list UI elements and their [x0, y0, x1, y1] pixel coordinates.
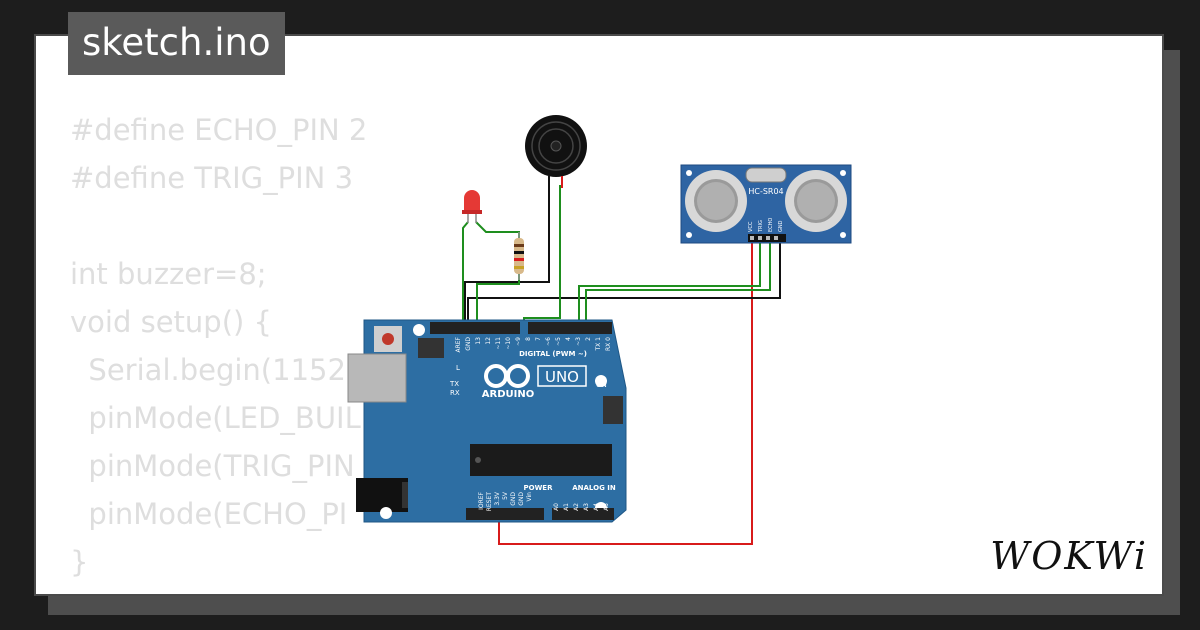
code-line: }	[70, 545, 89, 579]
board-pin-label: GND	[518, 492, 525, 506]
code-line: pinMode(LED_BUIL	[70, 401, 361, 435]
board-pin-label: 12	[485, 337, 492, 345]
buzzer[interactable]	[525, 115, 587, 188]
sensor-pin-echo: ECHO	[768, 218, 774, 232]
board-model-label: UNO	[545, 368, 579, 386]
wires	[462, 185, 781, 545]
wire-echo[interactable]	[585, 236, 771, 325]
board-pin-label: IOREF	[478, 491, 485, 509]
board-logo-text: ARDUINO	[482, 389, 534, 400]
board-pin-label: A1	[563, 503, 570, 511]
code-line: #define ECHO_PIN 2	[70, 113, 368, 147]
wire-buzzer-gnd[interactable]	[464, 185, 550, 325]
code-line: void setup() {	[70, 305, 272, 339]
code-line: pinMode(ECHO_PI	[70, 497, 348, 531]
code-preview: #define ECHO_PIN 2 #define TRIG_PIN 3 int …	[70, 106, 367, 586]
board-pin-label: 5V	[502, 491, 509, 500]
led[interactable]	[462, 190, 482, 223]
board-pin-label: RX 0	[605, 337, 612, 351]
board-pin-label: 8	[525, 337, 532, 341]
wire-5v-vcc[interactable]	[498, 236, 753, 545]
board-pin-label: ~10	[505, 337, 512, 350]
board-pin-label: 2	[585, 337, 592, 341]
board-tx-label: TX	[449, 380, 459, 388]
board-l-label: L	[456, 364, 460, 372]
board-pin-label: 4	[565, 337, 572, 341]
wokwi-logo: WOKWi	[990, 534, 1148, 578]
board-pin-label: TX 1	[595, 337, 602, 352]
ultrasonic-sensor[interactable]: HC-SR04 VCC TRIG ECHO GND	[680, 164, 852, 244]
board-pin-label: 3.3V	[494, 491, 501, 506]
board-power-label: POWER	[524, 484, 554, 492]
board-pin-label: A4	[593, 503, 600, 511]
board-analog-label: ANALOG IN	[572, 484, 616, 492]
code-line: int buzzer=8;	[70, 257, 267, 291]
wire-buzzer-8[interactable]	[523, 185, 561, 325]
board-pin-label: A2	[573, 503, 580, 511]
board-pin-label: Vin	[526, 492, 533, 502]
wire-led-13[interactable]	[475, 221, 520, 325]
board-pin-label: A0	[553, 503, 560, 511]
board-digital-label: DIGITAL (PWM ~)	[519, 350, 587, 358]
wire-gnd-sensor[interactable]	[467, 236, 781, 325]
board-pin-label: A3	[583, 503, 590, 511]
board-pin-label: ~3	[575, 337, 582, 346]
arduino-uno-board[interactable]: UNO ARDUINO DIGITAL (PWM ~) POWER ANALOG…	[347, 319, 627, 523]
wire-led-gnd[interactable]	[462, 221, 469, 325]
board-pin-label: ~9	[515, 337, 522, 346]
board-on-label: ON	[596, 381, 607, 389]
sensor-pin-gnd: GND	[778, 220, 784, 232]
file-tab-label[interactable]: sketch.ino	[68, 12, 285, 75]
board-pin-label: ~5	[555, 337, 562, 346]
board-rx-label: RX	[450, 389, 460, 397]
wire-trig[interactable]	[578, 236, 761, 325]
board-pin-label: AREF	[455, 336, 462, 352]
board-pin-label: 7	[535, 337, 542, 341]
preview-card: #define ECHO_PIN 2 #define TRIG_PIN 3 int …	[34, 34, 1164, 596]
code-line: #define TRIG_PIN 3	[70, 161, 354, 195]
resistor[interactable]	[514, 232, 524, 280]
board-pin-label: ~6	[545, 337, 552, 346]
code-line: Serial.begin(11520	[70, 353, 365, 387]
board-pin-label: A5	[603, 503, 610, 511]
board-pin-label: 13	[475, 337, 482, 345]
board-pin-label: ~11	[495, 337, 502, 350]
code-line: pinMode(TRIG_PIN	[70, 449, 355, 483]
sensor-pin-trig: TRIG	[758, 220, 764, 233]
sensor-model-label: HC-SR04	[748, 187, 783, 196]
board-pin-label: GND	[510, 492, 517, 506]
board-pin-label: GND	[465, 337, 472, 351]
sensor-pin-vcc: VCC	[748, 221, 754, 232]
board-pin-label: RESET	[486, 492, 493, 512]
